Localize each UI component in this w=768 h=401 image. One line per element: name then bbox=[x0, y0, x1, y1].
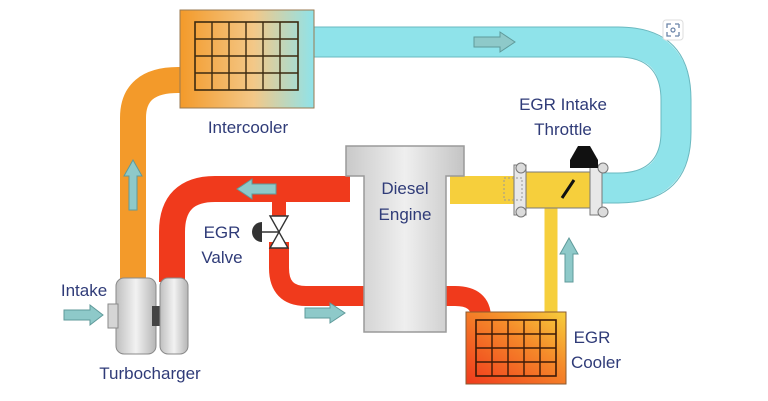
flow-arrow-cool-air bbox=[473, 31, 516, 53]
flow-arrow-intake bbox=[63, 303, 104, 327]
egr-cooler-label-1: EGR bbox=[574, 328, 611, 347]
turbocharger bbox=[107, 277, 189, 355]
egr-intake-throttle bbox=[503, 146, 609, 218]
flow-arrow-up-egr bbox=[559, 236, 579, 283]
turbocharger-label: Turbocharger bbox=[99, 364, 201, 383]
egr-valve-label-1: EGR bbox=[204, 223, 241, 242]
egr-throttle-label-2: Throttle bbox=[534, 120, 592, 139]
flow-arrow-up-compressed bbox=[123, 158, 143, 211]
compressed-air-pipe bbox=[120, 67, 191, 282]
exhaust-pipe bbox=[159, 176, 350, 282]
egr-valve bbox=[252, 215, 290, 249]
expand-icon[interactable] bbox=[662, 19, 684, 41]
intercooler bbox=[179, 9, 315, 109]
diesel-engine-label-2: Engine bbox=[379, 205, 432, 224]
egr-cooler bbox=[465, 311, 567, 385]
egr-throttle-label-1: EGR Intake bbox=[519, 95, 607, 114]
diesel-engine-label-1: Diesel bbox=[381, 179, 428, 198]
flow-arrow-egr-return bbox=[304, 302, 346, 324]
flow-arrow-exhaust bbox=[236, 178, 277, 200]
intercooler-label: Intercooler bbox=[208, 118, 289, 137]
egr-valve-label-2: Valve bbox=[201, 248, 242, 267]
intake-label: Intake bbox=[61, 281, 107, 300]
cool-air-pipe-outline bbox=[312, 26, 692, 204]
diesel-engine bbox=[345, 145, 465, 333]
egr-cooler-label-2: Cooler bbox=[571, 353, 621, 372]
egr-return-pipe bbox=[269, 242, 491, 319]
cool-air-pipe bbox=[312, 27, 691, 203]
